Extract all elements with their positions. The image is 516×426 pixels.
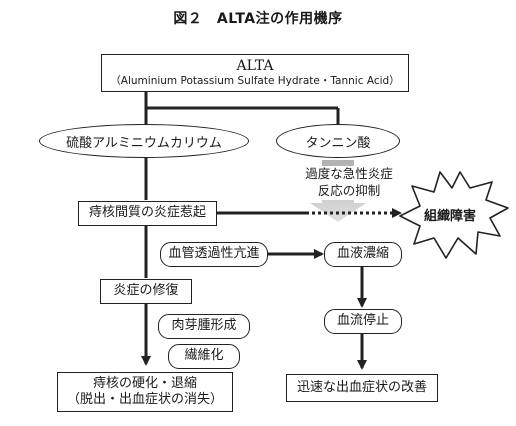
hemostasis-label: 血流停止 (336, 313, 389, 329)
granulation-label: 肉芽腫形成 (171, 318, 237, 334)
inflammation-repair-box: 炎症の修復 (100, 279, 192, 304)
granulation-box: 肉芽腫形成 (158, 314, 250, 339)
blood-concentration-box: 血液濃縮 (324, 242, 402, 267)
hemostasis-box: 血流停止 (324, 309, 402, 334)
bleeding-improvement-box: 迅速な出血症状の改善 (286, 374, 438, 402)
figure-title: 図２ ALTA注の作用機序 (173, 11, 343, 27)
tannic-acid-ellipse: タンニン酸 (276, 124, 400, 158)
interstitial-inflammation-label: 痔核間質の炎症惹起 (88, 205, 206, 221)
interstitial-inflammation-box: 痔核間質の炎症惹起 (78, 201, 217, 226)
inhibition-line2: 反応の抑制 (317, 182, 381, 198)
potassium-alum-ellipse: 硫酸アルミニウムカリウム (39, 124, 249, 158)
blood-concentration-label: 血液濃縮 (336, 246, 389, 262)
inflammation-repair-label: 炎症の修復 (113, 283, 179, 299)
tannic-acid-label: タンニン酸 (305, 135, 371, 151)
fibrosis-box: 繊維化 (168, 344, 240, 369)
sclerosis-line2: （脱出・出血症状の消失） (66, 392, 223, 407)
inhibition-note: 過度な急性炎症 反応の抑制 (292, 166, 406, 200)
sclerosis-line1: 痔核の硬化・退縮 (92, 375, 197, 391)
alta-name: ALTA (236, 57, 274, 74)
alta-formula: （Aluminium Potassium Sulfate Hydrate・Tan… (110, 75, 400, 88)
tissue-damage-label: 組織障害 (424, 209, 477, 224)
alta-box: ALTA （Aluminium Potassium Sulfate Hydrat… (101, 54, 409, 92)
vascular-permeability-box: 血管透過性亢進 (160, 242, 268, 267)
bleeding-improvement-label: 迅速な出血症状の改善 (296, 379, 427, 395)
vascular-permeability-label: 血管透過性亢進 (168, 246, 260, 262)
potassium-alum-label: 硫酸アルミニウムカリウム (66, 135, 222, 151)
sclerosis-box: 痔核の硬化・退縮 （脱出・出血症状の消失） (57, 372, 233, 412)
tissue-damage-starburst (399, 171, 509, 259)
fibrosis-label: 繊維化 (184, 348, 224, 364)
inhibition-line1: 過度な急性炎症 (305, 166, 393, 181)
